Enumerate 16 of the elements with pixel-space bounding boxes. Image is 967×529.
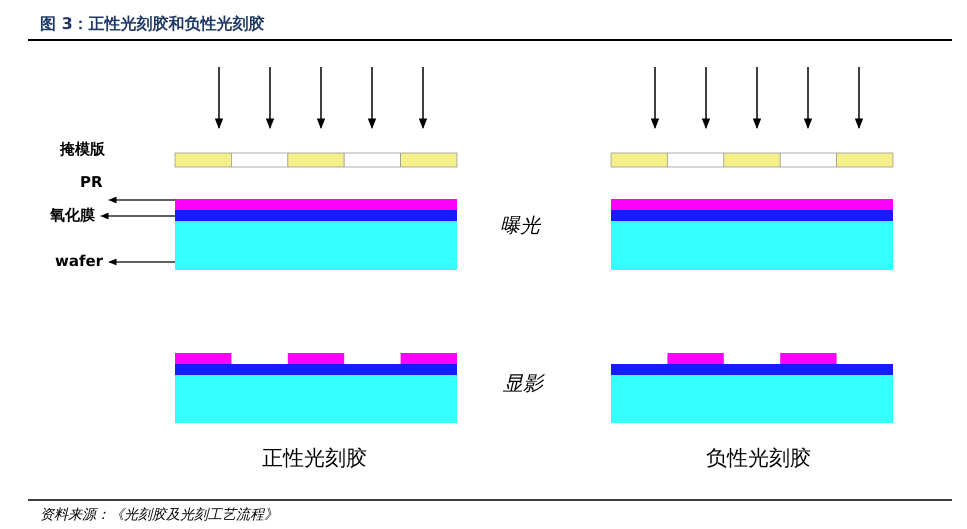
leader-line: [100, 212, 175, 220]
step-label: 显影: [503, 370, 543, 397]
figure-title: 图 3：正性光刻胶和负性光刻胶: [40, 14, 265, 35]
column-label: 负性光刻胶: [706, 445, 811, 472]
step-label: 曝光: [500, 212, 540, 239]
source-note: 资料来源：《光刻胶及光刻工艺流程》: [40, 506, 278, 524]
wafer-substrate: [175, 221, 457, 270]
part-label: 掩模版: [60, 140, 105, 159]
part-label: wafer: [55, 252, 104, 270]
part-label: 氧化膜: [50, 206, 95, 225]
leader-line: [108, 258, 175, 266]
leader-line: [108, 196, 175, 204]
column-label: 正性光刻胶: [262, 445, 367, 472]
oxide-layer: [175, 210, 457, 221]
part-label: PR: [80, 173, 103, 191]
photoresist-layer: [175, 199, 457, 210]
